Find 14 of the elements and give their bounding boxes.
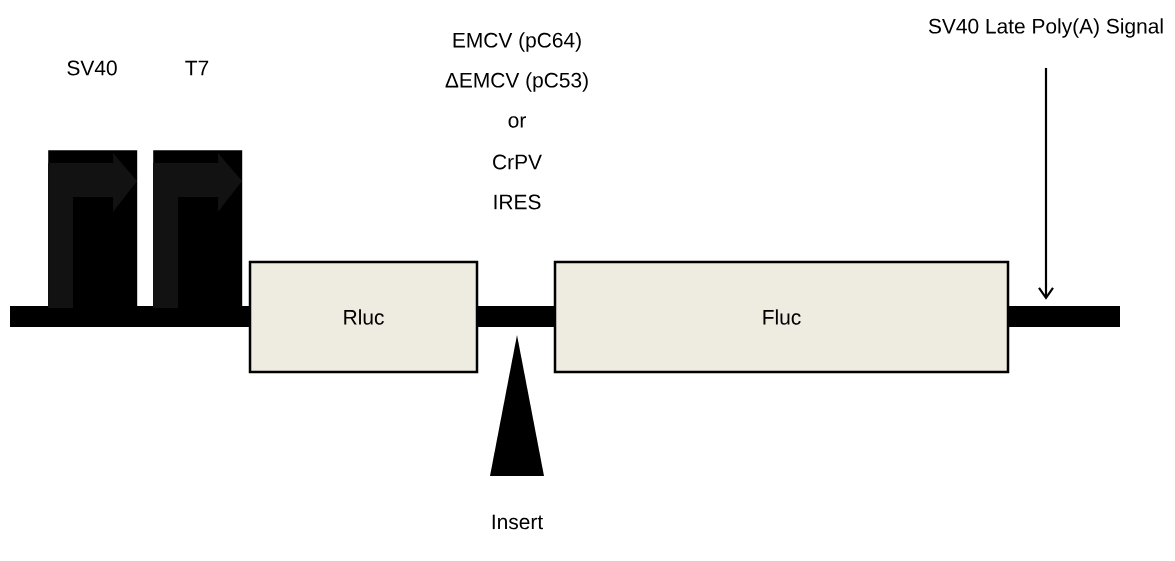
- gene-box: Fluc: [553, 260, 1010, 374]
- dna-backbone: [475, 306, 557, 327]
- ires-label: or: [508, 116, 526, 128]
- dna-backbone: [1006, 306, 1120, 327]
- signal-label: SV40 Late Poly(A) Signal: [928, 18, 1163, 38]
- gene-box: Rluc: [248, 260, 479, 374]
- promoter-label: SV40: [67, 60, 117, 76]
- promoter-label: T7: [185, 60, 209, 76]
- ires-label: IRES: [494, 194, 541, 210]
- ires-label: EMCV (pC64): [453, 32, 581, 52]
- ires-label: CrPV: [493, 154, 542, 170]
- insert-label: Insert: [492, 514, 543, 530]
- arrow: [1038, 67, 1054, 300]
- ires-label: ΔEMCV (pC53): [445, 72, 588, 92]
